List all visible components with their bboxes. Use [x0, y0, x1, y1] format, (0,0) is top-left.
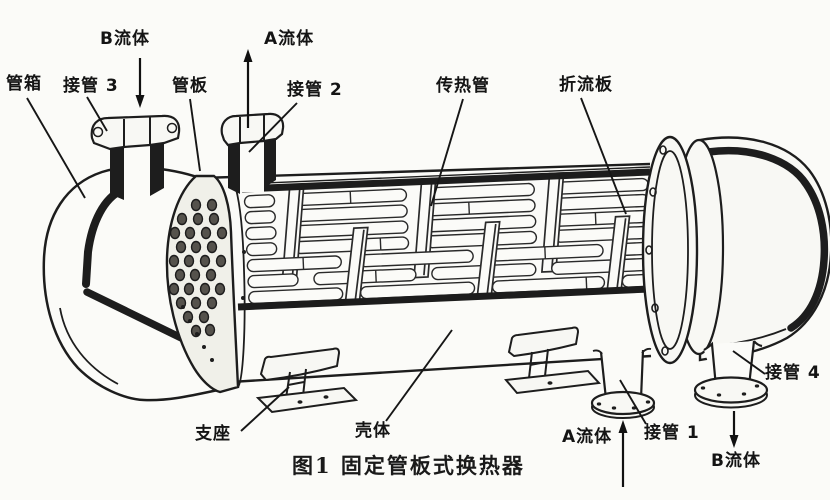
leader-baffle — [580, 97, 627, 215]
leader-nozzle-4 — [732, 350, 766, 375]
saddle-support-right — [504, 326, 602, 395]
label-fluid-a-bottom: A流体 — [562, 427, 613, 447]
label-nozzle-4: 接管 4 — [765, 363, 821, 383]
right-head — [698, 136, 830, 362]
label-support: 支座 — [195, 424, 231, 444]
tube-sheet-bolt-dots — [181, 250, 246, 362]
leader-nozzle-3 — [86, 96, 108, 132]
arrow-fluid-a-out — [243, 49, 253, 128]
leader-shell — [385, 329, 453, 422]
label-heat-tube: 传热管 — [436, 76, 490, 96]
girth-flange — [641, 135, 699, 365]
arrow-fluid-b-in — [135, 58, 145, 108]
baffle-plates-bottom — [344, 215, 631, 306]
label-fluid-b-bottom: B流体 — [711, 451, 761, 471]
label-fluid-b-top: B流体 — [100, 29, 150, 49]
tube-holes — [168, 198, 228, 338]
nozzle-3 — [90, 114, 181, 200]
flow-arrows — [135, 49, 739, 487]
arrow-fluid-b-out — [729, 411, 739, 448]
tube-bundle-cutaway — [243, 172, 651, 306]
nozzle-4-bolts — [700, 384, 760, 397]
nozzle-2 — [220, 112, 285, 194]
label-nozzle-1: 接管 1 — [644, 423, 700, 443]
label-nozzle-2: 接管 2 — [287, 80, 343, 100]
leader-tube-sheet — [189, 98, 201, 172]
tube-sheet-disc — [165, 174, 246, 394]
label-tube-box: 管箱 — [6, 74, 42, 94]
nozzle-4 — [693, 340, 769, 409]
leader-heat-tube — [430, 98, 464, 207]
flange-bolt-holes — [645, 145, 669, 356]
arrow-fluid-a-in — [618, 420, 628, 487]
leader-nozzle-2 — [248, 102, 298, 153]
label-shell: 壳体 — [355, 421, 391, 441]
nozzle-1-bolts — [596, 400, 651, 410]
leader-support — [240, 386, 290, 432]
label-tube-sheet: 管板 — [172, 76, 208, 96]
leader-nozzle-1 — [619, 379, 647, 425]
figure-caption: 图1 固定管板式换热器 — [292, 453, 525, 478]
leader-lines — [26, 96, 766, 432]
shell-cut-edges — [237, 168, 651, 311]
label-nozzle-3: 接管 3 — [63, 76, 119, 96]
label-baffle: 折流板 — [559, 75, 613, 95]
nozzle-1 — [590, 347, 656, 419]
label-fluid-a-top: A流体 — [264, 29, 315, 49]
leader-tube-box — [26, 97, 86, 199]
saddle-support-left — [255, 347, 359, 414]
